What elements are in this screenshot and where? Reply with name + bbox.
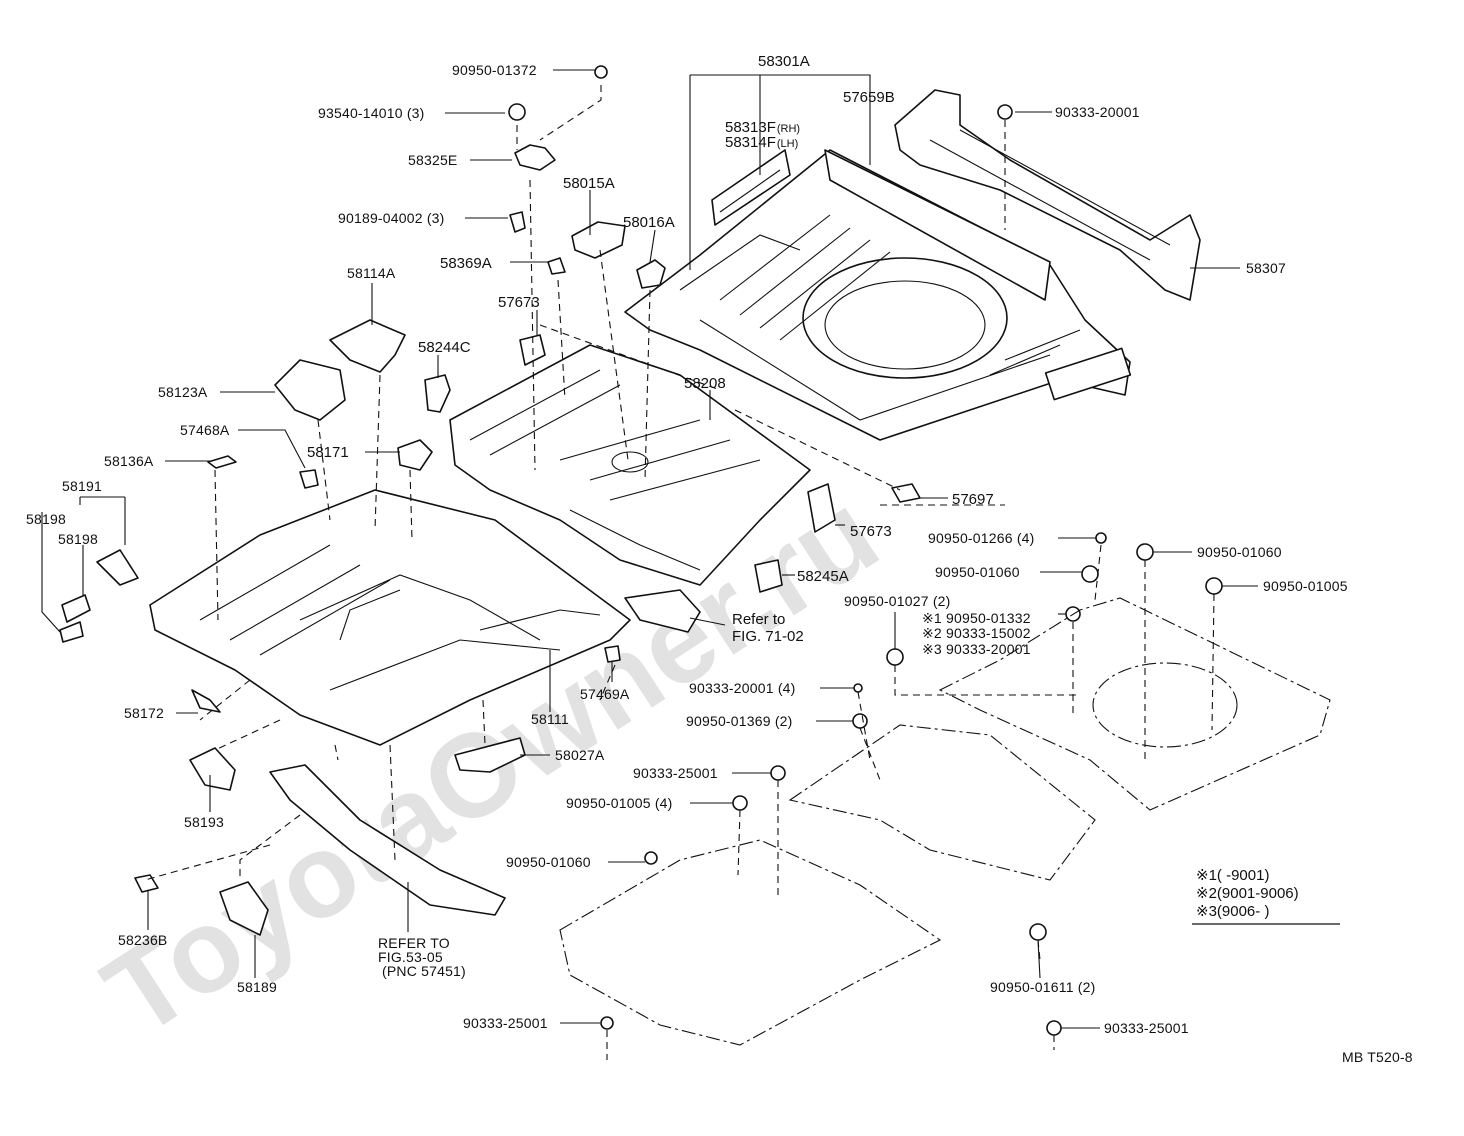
note-3: ※3(9006- ) [1196, 903, 1269, 920]
callout-58123a: 58123A [158, 384, 208, 400]
callout-58325e: 58325E [408, 152, 457, 168]
callout-57468a: 57468A [180, 422, 230, 438]
callout-90950-01005-b: 90950-01005 (4) [566, 795, 673, 811]
callout-90950-01060-a: 90950-01060 [935, 564, 1020, 580]
callout-90333-25001-a: 90333-25001 [633, 765, 718, 781]
callout-58245a: 58245A [797, 568, 849, 585]
callout-58198-a: 58198 [26, 511, 66, 527]
callout-93540-14010: 93540-14010 (3) [318, 105, 425, 121]
callout-57697: 57697 [952, 491, 994, 508]
callout-90333-25001-b: 90333-25001 [463, 1015, 548, 1031]
floor-silencer-pads [559, 597, 1331, 1046]
callout-90333-25001-c: 90333-25001 [1104, 1020, 1189, 1036]
leader-lines [41, 69, 1258, 1029]
callout-58208: 58208 [684, 375, 726, 392]
callout-90333-20001-mid: 90333-20001 (4) [689, 680, 796, 696]
callout-90950-01372: 90950-01372 [452, 62, 537, 78]
rear-floor-pan [624, 149, 1132, 441]
refer-fig71-line1: Refer to [732, 611, 785, 628]
callout-58236b: 58236B [118, 932, 167, 948]
callout-58198-b: 58198 [58, 531, 98, 547]
note-1: ※1( -9001) [1196, 867, 1269, 884]
center-floor-pan [449, 344, 811, 586]
callout-57673-mid: 57673 [850, 523, 892, 540]
callout-58136a: 58136A [104, 453, 154, 469]
callout-58193: 58193 [184, 814, 224, 830]
callout-58172: 58172 [124, 705, 164, 721]
callout-90333-20001-note: ※3 90333-20001 [922, 641, 1031, 657]
rear-cross-member [711, 89, 1201, 301]
callout-90950-01266: 90950-01266 (4) [928, 530, 1035, 546]
refer-fig71-line2: FIG. 71-02 [732, 628, 804, 645]
drawing-code: MB T520-8 [1342, 1049, 1413, 1065]
callout-90950-01060-c: 90950-01060 [506, 854, 591, 870]
callout-58189: 58189 [237, 979, 277, 995]
callout-90950-01332: ※1 90950-01332 [922, 610, 1031, 626]
callout-57469a: 57469A [580, 686, 630, 702]
callout-90189-04002: 90189-04002 (3) [338, 210, 445, 226]
callout-58027a: 58027A [555, 747, 605, 763]
callout-58114a: 58114A [347, 265, 396, 281]
callout-58111: 58111 [531, 711, 569, 727]
front-floor-pan [149, 489, 631, 746]
small-brackets [59, 65, 921, 936]
callout-58015a: 58015A [563, 175, 615, 192]
callout-90333-20001-top: 90333-20001 [1055, 104, 1140, 120]
callout-90950-01027: 90950-01027 (2) [844, 593, 951, 609]
callout-90950-01005-a: 90950-01005 [1263, 578, 1348, 594]
refer-fig53-line2: FIG.53-05 [378, 949, 443, 965]
callout-58171: 58171 [307, 444, 349, 461]
callout-58307: 58307 [1246, 260, 1286, 276]
refer-fig53-line3: (PNC 57451) [382, 963, 466, 979]
callout-labels: 90950-01372 93540-14010 (3) 58325E 90189… [26, 53, 1348, 1036]
callout-57673-top: 57673 [498, 294, 540, 311]
date-notes: ※1( -9001) ※2(9001-9006) ※3(9006- ) [1192, 867, 1340, 925]
callout-58314f: 58314F(LH) [725, 134, 798, 151]
callout-58313f: 58313F(RH) [725, 119, 800, 136]
callout-90950-01369: 90950-01369 (2) [686, 713, 793, 729]
callout-90950-01611: 90950-01611 (2) [990, 979, 1095, 995]
callout-58191: 58191 [62, 478, 102, 494]
callout-58369a: 58369A [440, 255, 492, 272]
refer-fig53-line1: REFER TO [378, 935, 450, 951]
callout-58016a: 58016A [623, 214, 675, 231]
note-2: ※2(9001-9006) [1196, 885, 1299, 902]
callout-90333-15002: ※2 90333-15002 [922, 625, 1031, 641]
callout-58301a: 58301A [758, 53, 810, 70]
callout-57659b: 57659B [843, 89, 895, 106]
callout-90950-01060-b: 90950-01060 [1197, 544, 1282, 560]
callout-58244c: 58244C [418, 339, 471, 356]
assembly-lines [144, 85, 1215, 1060]
